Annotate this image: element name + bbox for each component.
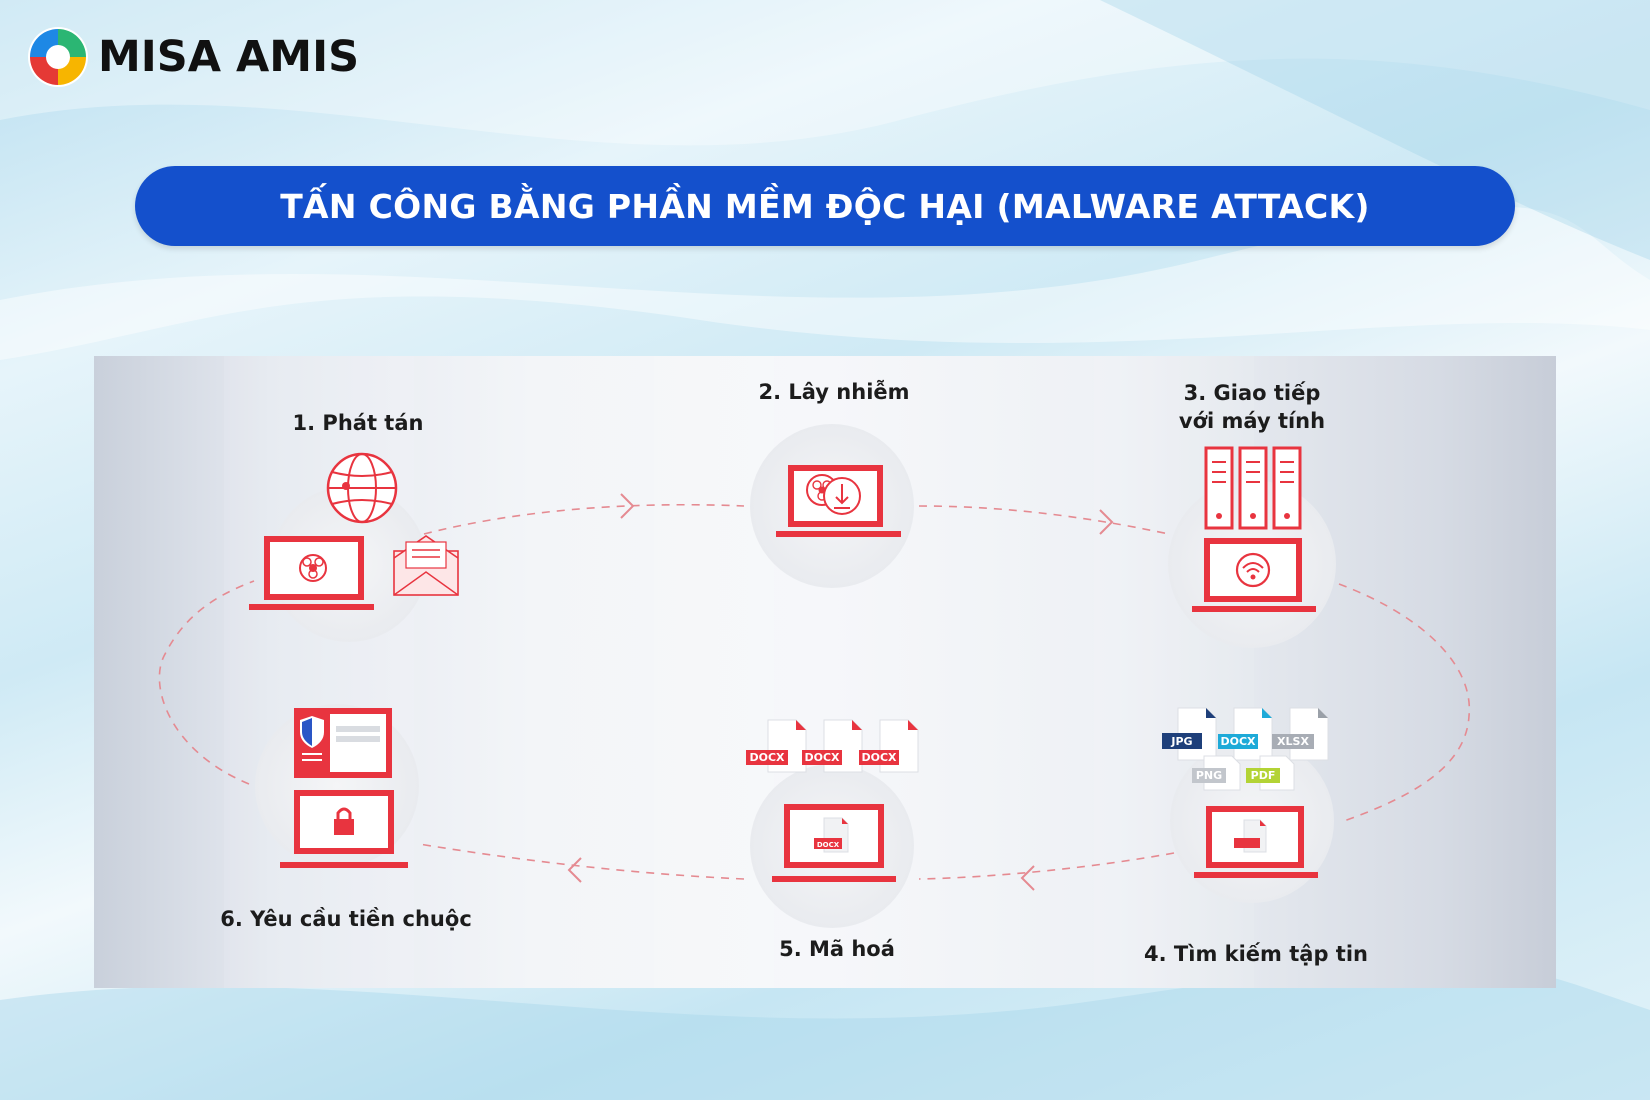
globe-icon: [326, 452, 398, 524]
laptop-file-icon: [1194, 806, 1318, 878]
file-tag: DOCX: [804, 751, 840, 764]
brand-name: MISA AMIS: [98, 32, 360, 82]
file-tag: DOCX: [817, 841, 840, 849]
step-1-label: 1. Phát tán: [293, 411, 424, 435]
file-types-group: JPG DOCX XLSX PNG PDF: [1162, 707, 1329, 791]
file-tag: DOCX: [749, 751, 785, 764]
page-title: TẤN CÔNG BẰNG PHẦN MỀM ĐỘC HẠI (MALWARE …: [280, 186, 1370, 226]
cycle-arrows: [567, 493, 1114, 891]
jpg-file-icon: JPG: [1162, 707, 1217, 761]
laptop-download-icon: [776, 465, 901, 537]
file-tag: XLSX: [1277, 735, 1309, 748]
encrypted-files-group: DOCX DOCX DOCX: [746, 719, 919, 773]
server-icon: [1204, 446, 1302, 530]
xlsx-file-icon: XLSX: [1272, 707, 1329, 761]
misa-logo-icon: [28, 27, 88, 87]
brand-logo: MISA AMIS: [26, 24, 359, 90]
step-3-label-line-1: 3. Giao tiếp: [1184, 381, 1321, 405]
cycle-path: [158, 503, 1471, 880]
step-2-label: 2. Lây nhiễm: [758, 380, 909, 404]
file-tag: JPG: [1170, 735, 1192, 748]
docx-file-icon: DOCX: [859, 719, 919, 773]
file-tag: PNG: [1196, 769, 1222, 782]
laptop-lock-icon: [280, 790, 408, 868]
docx-file-icon: DOCX: [1218, 707, 1273, 761]
envelope-icon: [393, 535, 459, 596]
docx-file-icon: DOCX: [802, 719, 863, 773]
ransom-window-icon: [294, 708, 392, 778]
step-6-label: 6. Yêu cầu tiền chuộc: [220, 907, 472, 931]
laptop-file-icon: DOCX: [772, 804, 896, 882]
docx-file-icon: DOCX: [746, 719, 807, 773]
laptop-wifi-icon: [1192, 538, 1316, 612]
title-banner: TẤN CÔNG BẰNG PHẦN MỀM ĐỘC HẠI (MALWARE …: [135, 166, 1515, 246]
malware-cycle-diagram: 1. Phát tán 2. Lây nhiễm: [158, 356, 1471, 988]
step-3-label-line-2: với máy tính: [1179, 409, 1325, 433]
laptop-biohazard-icon: [249, 536, 374, 610]
file-tag: DOCX: [1220, 735, 1256, 748]
png-file-icon: PNG: [1192, 755, 1241, 791]
step-5-label: 5. Mã hoá: [779, 937, 895, 961]
diagram-panel: 1. Phát tán 2. Lây nhiễm: [94, 356, 1556, 988]
step-4-label: 4. Tìm kiếm tập tin: [1144, 942, 1368, 966]
pdf-file-icon: PDF: [1246, 755, 1295, 791]
file-tag: DOCX: [861, 751, 897, 764]
file-tag: PDF: [1251, 769, 1276, 782]
